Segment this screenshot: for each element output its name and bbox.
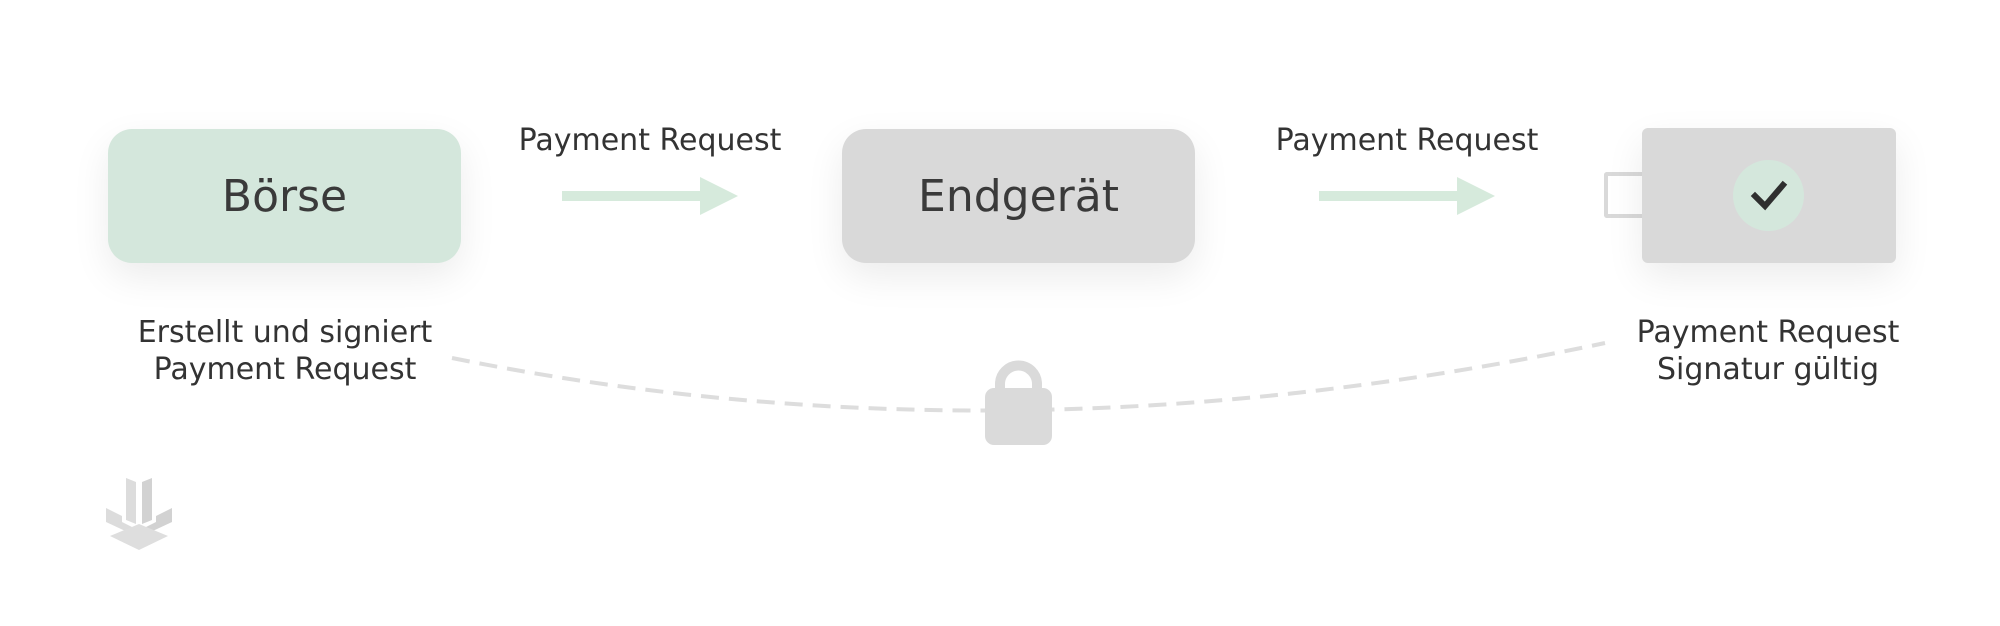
device-port xyxy=(1604,172,1642,218)
node-boerse-label: Börse xyxy=(221,170,348,222)
caption-boerse-line2: Payment Request xyxy=(153,352,417,387)
node-endgeraet: Endgerät xyxy=(842,129,1195,263)
caption-device-line2: Signatur gültig xyxy=(1657,352,1879,387)
arrow-right-icon xyxy=(1319,177,1495,215)
brand-logo xyxy=(106,478,172,550)
lock-icon xyxy=(985,360,1052,445)
arrow-right-icon xyxy=(562,177,738,215)
arrow-label-1: Payment Request xyxy=(518,123,782,158)
caption-boerse-line1: Erstellt und signiert xyxy=(137,315,433,350)
caption-boerse: Erstellt und signiert Payment Request xyxy=(110,314,460,388)
caption-device: Payment Request Signatur gültig xyxy=(1618,314,1918,388)
node-boerse: Börse xyxy=(108,129,461,263)
arrow-label-2: Payment Request xyxy=(1275,123,1539,158)
caption-device-line1: Payment Request xyxy=(1636,315,1900,350)
node-endgeraet-label: Endgerät xyxy=(918,170,1119,222)
check-icon xyxy=(1733,160,1804,231)
